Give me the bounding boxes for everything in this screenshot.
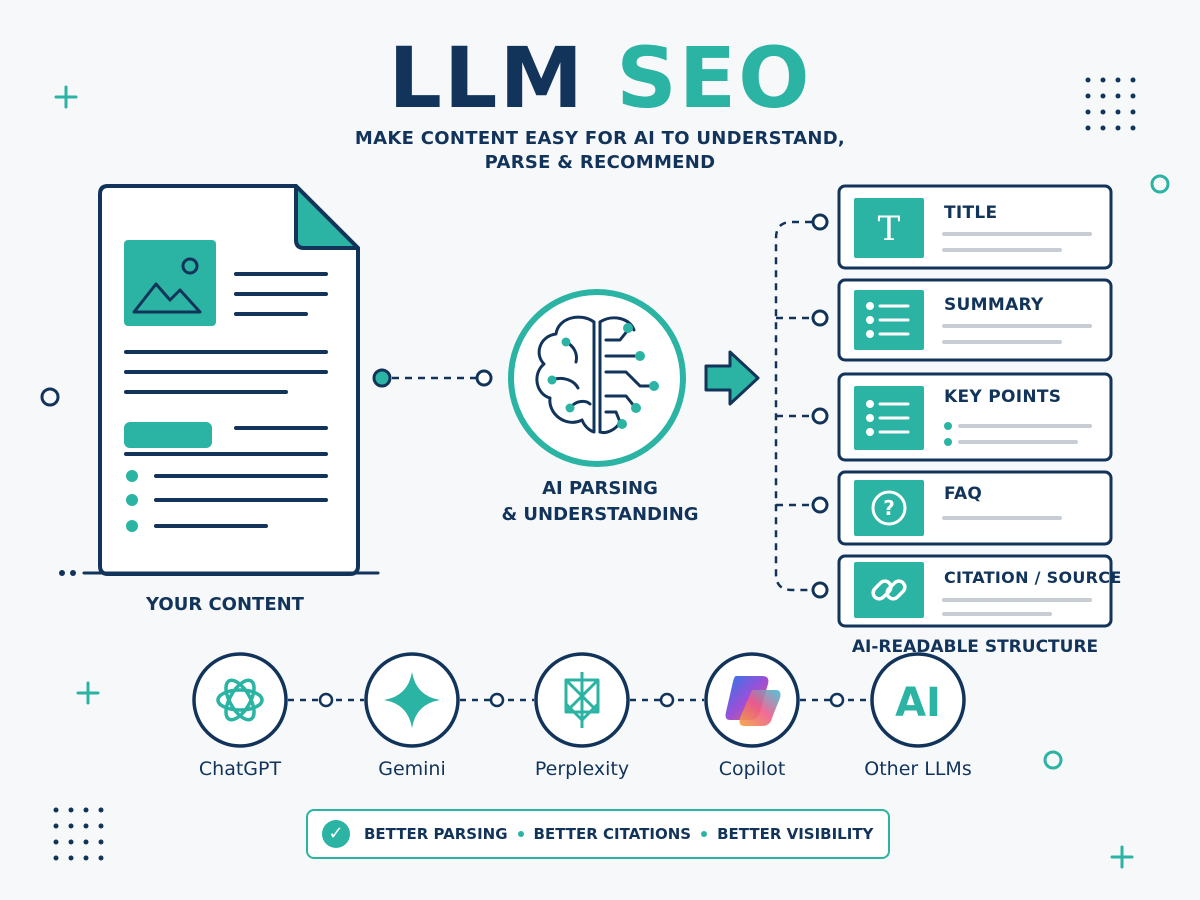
card-title-label: TITLE [944, 203, 998, 223]
perplexity-icon [534, 652, 630, 748]
subtitle-line-2: PARSE & RECOMMEND [484, 152, 716, 173]
dot-grid-decoration [53, 807, 104, 861]
question-icon: ? [871, 490, 907, 526]
list-icon [866, 400, 910, 436]
card-citation [837, 554, 1113, 628]
gemini-icon [364, 652, 460, 748]
llm-label-gemini: Gemini [378, 758, 446, 780]
llm-connectors [288, 692, 874, 708]
benefits-banner: ✓ BETTER PARSING BETTER CITATIONS BETTER… [306, 809, 890, 859]
card-title: T [837, 184, 1113, 270]
list-icon [866, 302, 910, 338]
plus-icon [54, 85, 78, 109]
benefit-parsing: BETTER PARSING [364, 825, 508, 843]
card-summary [837, 278, 1113, 362]
card-citation-label: CITATION / SOURCE [944, 568, 1122, 587]
brain-circuit-icon [508, 289, 686, 467]
card-summary-label: SUMMARY [944, 295, 1044, 315]
dot-grid-decoration [1085, 77, 1136, 131]
title-part-llm: LLM [388, 29, 586, 127]
link-icon [871, 579, 907, 601]
card-faq-label: FAQ [944, 484, 983, 504]
tree-connector [774, 220, 812, 592]
check-icon: ✓ [322, 820, 350, 848]
llm-label-other: Other LLMs [864, 758, 972, 780]
ai-text-icon: AI [895, 680, 941, 726]
ring-decoration [1043, 750, 1063, 770]
card-key-points [837, 372, 1113, 462]
tree-nodes [811, 213, 829, 599]
llm-label-copilot: Copilot [718, 758, 786, 780]
your-content-label: YOUR CONTENT [146, 594, 304, 615]
ai-understanding-label: & UNDERSTANDING [501, 504, 699, 525]
llm-label-perplexity: Perplexity [534, 758, 630, 780]
chatgpt-icon [192, 652, 288, 748]
separator-dot [517, 831, 524, 837]
llm-label-chatgpt: ChatGPT [198, 758, 282, 780]
plus-icon [76, 681, 100, 705]
benefit-citations: BETTER CITATIONS [533, 825, 692, 843]
ai-readable-structure-label: AI-READABLE STRUCTURE [851, 637, 1099, 657]
svg-text:?: ? [883, 496, 895, 520]
image-icon [132, 257, 202, 314]
ring-decoration [1150, 174, 1170, 194]
subtitle-line-1: MAKE CONTENT EASY FOR AI TO UNDERSTAND, [354, 128, 846, 149]
card-key-points-label: KEY POINTS [944, 387, 1062, 407]
card-faq: ? [837, 470, 1113, 546]
title-part-seo: SEO [616, 29, 812, 127]
copilot-icon [704, 652, 800, 748]
page-title: LLM SEO [0, 28, 1200, 128]
ring-decoration [40, 387, 60, 407]
connector-doc-to-ai [372, 368, 493, 388]
separator-dot [701, 831, 708, 837]
ai-parsing-label: AI PARSING [542, 478, 658, 499]
text-t-icon: T [878, 209, 901, 249]
document-icon [59, 184, 380, 576]
other-llms-icon: AI [870, 652, 966, 748]
benefit-visibility: BETTER VISIBILITY [717, 825, 874, 843]
arrow-right-icon [704, 350, 760, 406]
plus-icon [1110, 845, 1134, 869]
